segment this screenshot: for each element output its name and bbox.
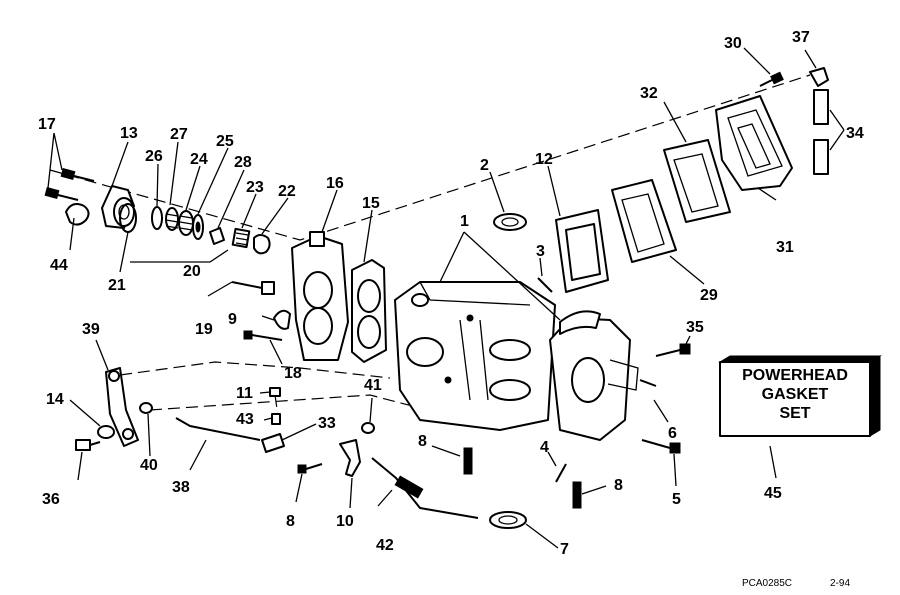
part-1-crankcase-half: [549, 310, 639, 441]
callout-10: 9: [228, 311, 237, 328]
part-20-bolt: [231, 281, 275, 295]
callout-3: 3: [536, 243, 545, 260]
part-6-pin: [639, 379, 657, 387]
figure-ref: PCA0285C: [742, 578, 792, 589]
leader-lines: [47, 47, 845, 549]
part-38-fitting: [809, 67, 829, 87]
callout-12: 11: [236, 385, 253, 402]
part-34-link: [261, 433, 285, 453]
callout-28: 27: [170, 126, 188, 143]
callout-16: 15: [362, 195, 380, 212]
callout-labels: 17 13 27 25 26 24 28 23 22 16 15 44 21 2…: [38, 29, 864, 558]
part-2-seal: [493, 213, 527, 231]
callout-25: 24: [190, 151, 208, 168]
callout-2: 2: [480, 157, 489, 174]
part-21-bracket: [130, 249, 229, 263]
callout-24: 23: [246, 179, 264, 196]
figure-date: 2-94: [830, 578, 850, 589]
part-5-bolt: [641, 439, 681, 454]
part-17-head-cover: [291, 231, 349, 361]
callout-29: 28: [234, 154, 252, 171]
part-35-hoses: [813, 89, 829, 175]
part-30-plate: [611, 179, 677, 263]
part-36-bolt: [655, 343, 691, 357]
callout-30: 29: [700, 287, 718, 304]
part-10-clamp: [273, 309, 291, 330]
part-4-pin: [555, 463, 567, 483]
callout-39: 38: [172, 479, 190, 496]
part-16-gasket: [351, 259, 387, 363]
gasket-box-line2: GASKET: [762, 386, 829, 403]
part-37-screw: [75, 439, 101, 451]
callout-7: 7: [560, 541, 569, 558]
callout-17: 16: [326, 175, 344, 192]
part-19-screw: [243, 330, 283, 341]
callout-33: 32: [640, 85, 658, 102]
part-9-screw: [297, 463, 323, 474]
callout-32: 31: [776, 239, 794, 256]
callout-18: 17: [38, 116, 56, 133]
part-7-seal: [489, 511, 527, 529]
callout-35: 34: [846, 125, 864, 142]
thermostat-stack-parts: [151, 206, 271, 255]
part-13-gasket: [555, 209, 609, 293]
callout-42: 41: [364, 377, 382, 394]
callout-38: 37: [792, 29, 810, 46]
callout-41: 40: [140, 457, 158, 474]
callout-45: 44: [50, 257, 68, 274]
callout-4: 4: [540, 439, 549, 456]
part-42-washer: [361, 422, 375, 434]
callout-44: 43: [236, 411, 254, 428]
part-8-studs: [463, 447, 582, 509]
callout-34: 33: [318, 415, 336, 432]
callout-36: 35: [686, 319, 704, 336]
callout-15: 14: [46, 391, 64, 408]
part-31-screw: [759, 71, 784, 87]
part-1-cylinder-block: [394, 281, 556, 431]
callout-27: 26: [145, 148, 163, 165]
callout-19: 18: [284, 365, 302, 382]
part-41-washer: [139, 402, 153, 414]
gasket-box-line1: POWERHEAD: [742, 367, 848, 384]
callout-20: 19: [195, 321, 213, 338]
callout-40: 39: [82, 321, 100, 338]
callout-9: 8: [286, 513, 295, 530]
part-43-cable: [371, 457, 479, 519]
part-45-clip: [65, 203, 90, 226]
callout-21: 20: [183, 263, 201, 280]
callout-37: 36: [42, 491, 60, 508]
callout-8-left: 8: [418, 433, 427, 450]
callout-46: 45: [764, 485, 782, 502]
callout-22: 21: [108, 277, 126, 294]
callout-5: 5: [672, 491, 681, 508]
part-32-exhaust-cover: [715, 95, 793, 191]
callout-43: 42: [376, 537, 394, 554]
part-11-bracket: [339, 439, 361, 477]
callout-23: 22: [278, 183, 296, 200]
callout-1: 1: [460, 213, 469, 230]
callout-31: 30: [724, 35, 742, 52]
callout-6: 6: [668, 425, 677, 442]
callout-26: 25: [216, 133, 234, 150]
callout-14: 13: [120, 125, 138, 142]
gasket-box-line3: SET: [779, 405, 810, 422]
callout-8-right: 8: [614, 477, 623, 494]
part-14-thermostat-housing: [101, 185, 135, 229]
part-33-gasket: [663, 139, 731, 223]
callout-13: 12: [535, 151, 553, 168]
part-15-washer: [97, 425, 115, 439]
part-40-throttle-arm: [105, 367, 139, 447]
gasket-set-box: POWERHEAD GASKET SET: [718, 355, 882, 437]
part-3-pin: [537, 277, 553, 293]
callout-11: 10: [336, 513, 354, 530]
part-18-screws: [44, 167, 95, 201]
part-39-rod: [175, 417, 261, 441]
